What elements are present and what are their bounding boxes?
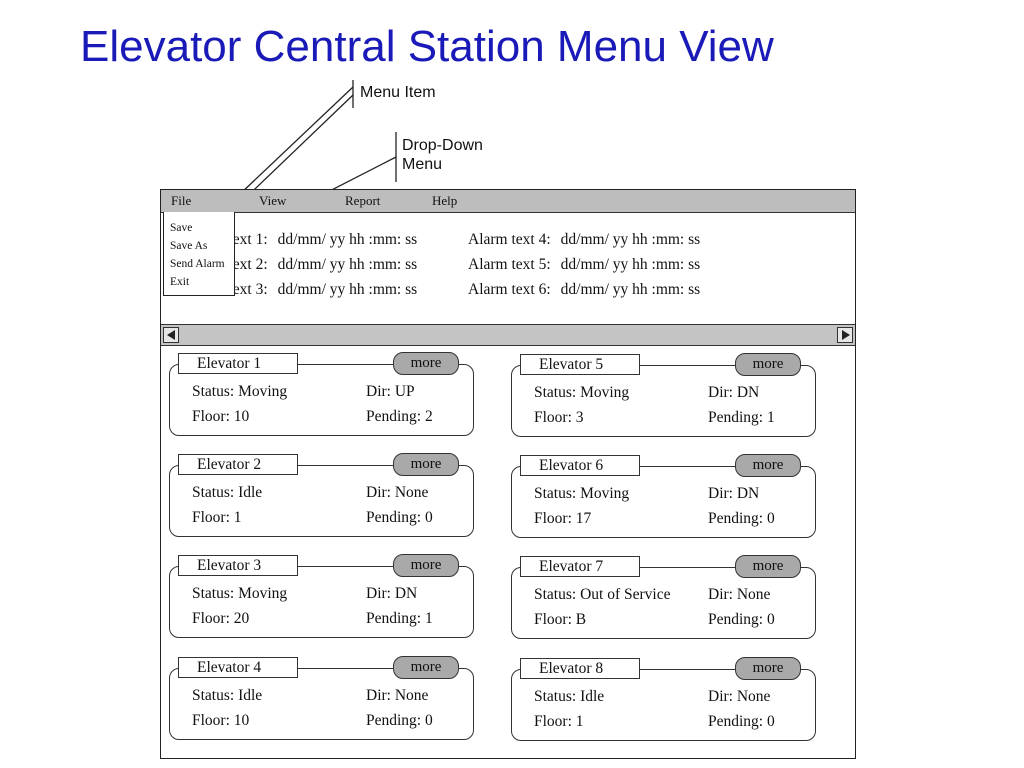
elevator-panel: Elevator 5 more Status: Moving Floor: 3 … <box>511 353 816 437</box>
elevator-name: Elevator 1 <box>178 353 298 374</box>
elevator-name: Elevator 7 <box>520 556 640 577</box>
elevator-direction: Dir: DN <box>708 485 760 502</box>
callout-dropdown: Drop-Down Menu <box>402 137 483 173</box>
alarm-timestamp: dd/mm/ yy hh :mm: ss <box>560 256 701 273</box>
elevator-pending: Pending: 0 <box>708 510 775 527</box>
elevator-direction: Dir: DN <box>708 384 760 401</box>
elevator-direction: Dir: None <box>366 484 429 501</box>
menu-item-exit[interactable]: Exit <box>170 276 190 288</box>
alarm-label: Alarm text 6: <box>468 281 551 298</box>
alarm-label: Alarm text 5: <box>468 256 551 273</box>
elevator-name: Elevator 8 <box>520 658 640 679</box>
alarm-timestamp: dd/mm/ yy hh :mm: ss <box>277 256 418 273</box>
elevator-pending: Pending: 0 <box>708 713 775 730</box>
alarm-entry: Alarm text 4: dd/mm/ yy hh :mm: ss <box>468 231 700 249</box>
horizontal-scrollbar[interactable] <box>161 324 855 346</box>
menu-view[interactable]: View <box>259 193 287 208</box>
elevator-pending: Pending: 0 <box>708 611 775 628</box>
alarm-timestamp: dd/mm/ yy hh :mm: ss <box>560 231 701 248</box>
elevator-direction: Dir: None <box>708 688 771 705</box>
elevator-status: Status: Moving <box>534 384 630 401</box>
alarm-timestamp: dd/mm/ yy hh :mm: ss <box>560 281 701 298</box>
elevator-status: Status: Idle <box>534 688 605 705</box>
elevator-status: Status: Idle <box>192 687 263 704</box>
central-station-window: File View Report Help Save Save As Send … <box>160 189 856 759</box>
elevator-floor: Floor: 20 <box>192 610 250 627</box>
elevator-panel: Elevator 4 more Status: Idle Floor: 10 D… <box>169 656 474 740</box>
elevator-floor: Floor: 3 <box>534 409 584 426</box>
elevator-direction: Dir: None <box>366 687 429 704</box>
alarm-timestamp: dd/mm/ yy hh :mm: ss <box>277 231 418 248</box>
elevator-name: Elevator 4 <box>178 657 298 678</box>
menu-item-send-alarm[interactable]: Send Alarm <box>170 258 225 270</box>
elevator-pending: Pending: 2 <box>366 408 433 425</box>
elevator-name: Elevator 6 <box>520 455 640 476</box>
menu-help[interactable]: Help <box>432 193 458 208</box>
elevator-panel: Elevator 6 more Status: Moving Floor: 17… <box>511 454 816 538</box>
more-button[interactable]: more <box>393 352 459 375</box>
more-button[interactable]: more <box>735 555 801 578</box>
elevator-floor: Floor: 10 <box>192 712 250 729</box>
menu-bar: File View Report Help <box>161 190 855 213</box>
elevator-panel: Elevator 3 more Status: Moving Floor: 20… <box>169 554 474 638</box>
elevator-direction: Dir: UP <box>366 383 415 400</box>
menu-file[interactable]: File <box>171 193 192 208</box>
elevator-direction: Dir: DN <box>366 585 418 602</box>
more-button[interactable]: more <box>735 657 801 680</box>
elevator-status: Status: Moving <box>192 383 288 400</box>
elevator-pending: Pending: 1 <box>708 409 775 426</box>
file-dropdown-menu: Save Save As Send Alarm Exit <box>163 212 235 296</box>
alarm-label: Alarm text 4: <box>468 231 551 248</box>
elevator-floor: Floor: B <box>534 611 587 628</box>
elevator-floor: Floor: 10 <box>192 408 250 425</box>
elevator-status: Status: Moving <box>192 585 288 602</box>
more-button[interactable]: more <box>735 454 801 477</box>
more-button[interactable]: more <box>735 353 801 376</box>
elevator-name: Elevator 3 <box>178 555 298 576</box>
alarm-entry: Alarm text 6: dd/mm/ yy hh :mm: ss <box>468 281 700 299</box>
elevator-pending: Pending: 0 <box>366 712 433 729</box>
more-button[interactable]: more <box>393 453 459 476</box>
more-button[interactable]: more <box>393 656 459 679</box>
elevator-panel: Elevator 1 more Status: Moving Floor: 10… <box>169 352 474 436</box>
alarm-timestamp: dd/mm/ yy hh :mm: ss <box>277 281 418 298</box>
scroll-right-icon[interactable] <box>837 327 853 343</box>
alarm-entry: Alarm text 5: dd/mm/ yy hh :mm: ss <box>468 256 700 274</box>
alarm-list: Alarm text 1:dd/mm/ yy hh :mm: ss Alarm … <box>161 213 855 324</box>
elevator-panel: Elevator 2 more Status: Idle Floor: 1 Di… <box>169 453 474 537</box>
callout-menu-item: Menu Item <box>360 84 436 101</box>
elevator-name: Elevator 2 <box>178 454 298 475</box>
elevator-pending: Pending: 1 <box>366 610 433 627</box>
scroll-left-icon[interactable] <box>163 327 179 343</box>
menu-report[interactable]: Report <box>345 193 381 208</box>
slide-title: Elevator Central Station Menu View <box>80 22 774 71</box>
menu-item-save-as[interactable]: Save As <box>170 240 208 252</box>
elevator-direction: Dir: None <box>708 586 771 603</box>
elevator-name: Elevator 5 <box>520 354 640 375</box>
elevator-status: Status: Idle <box>192 484 263 501</box>
elevator-floor: Floor: 17 <box>534 510 592 527</box>
menu-item-save[interactable]: Save <box>170 222 193 234</box>
elevator-floor: Floor: 1 <box>534 713 584 730</box>
elevator-panel: Elevator 7 more Status: Out of Service F… <box>511 555 816 639</box>
elevator-status: Status: Out of Service <box>534 586 671 603</box>
more-button[interactable]: more <box>393 554 459 577</box>
elevator-panel: Elevator 8 more Status: Idle Floor: 1 Di… <box>511 657 816 741</box>
elevator-pending: Pending: 0 <box>366 509 433 526</box>
elevator-status: Status: Moving <box>534 485 630 502</box>
elevator-floor: Floor: 1 <box>192 509 242 526</box>
